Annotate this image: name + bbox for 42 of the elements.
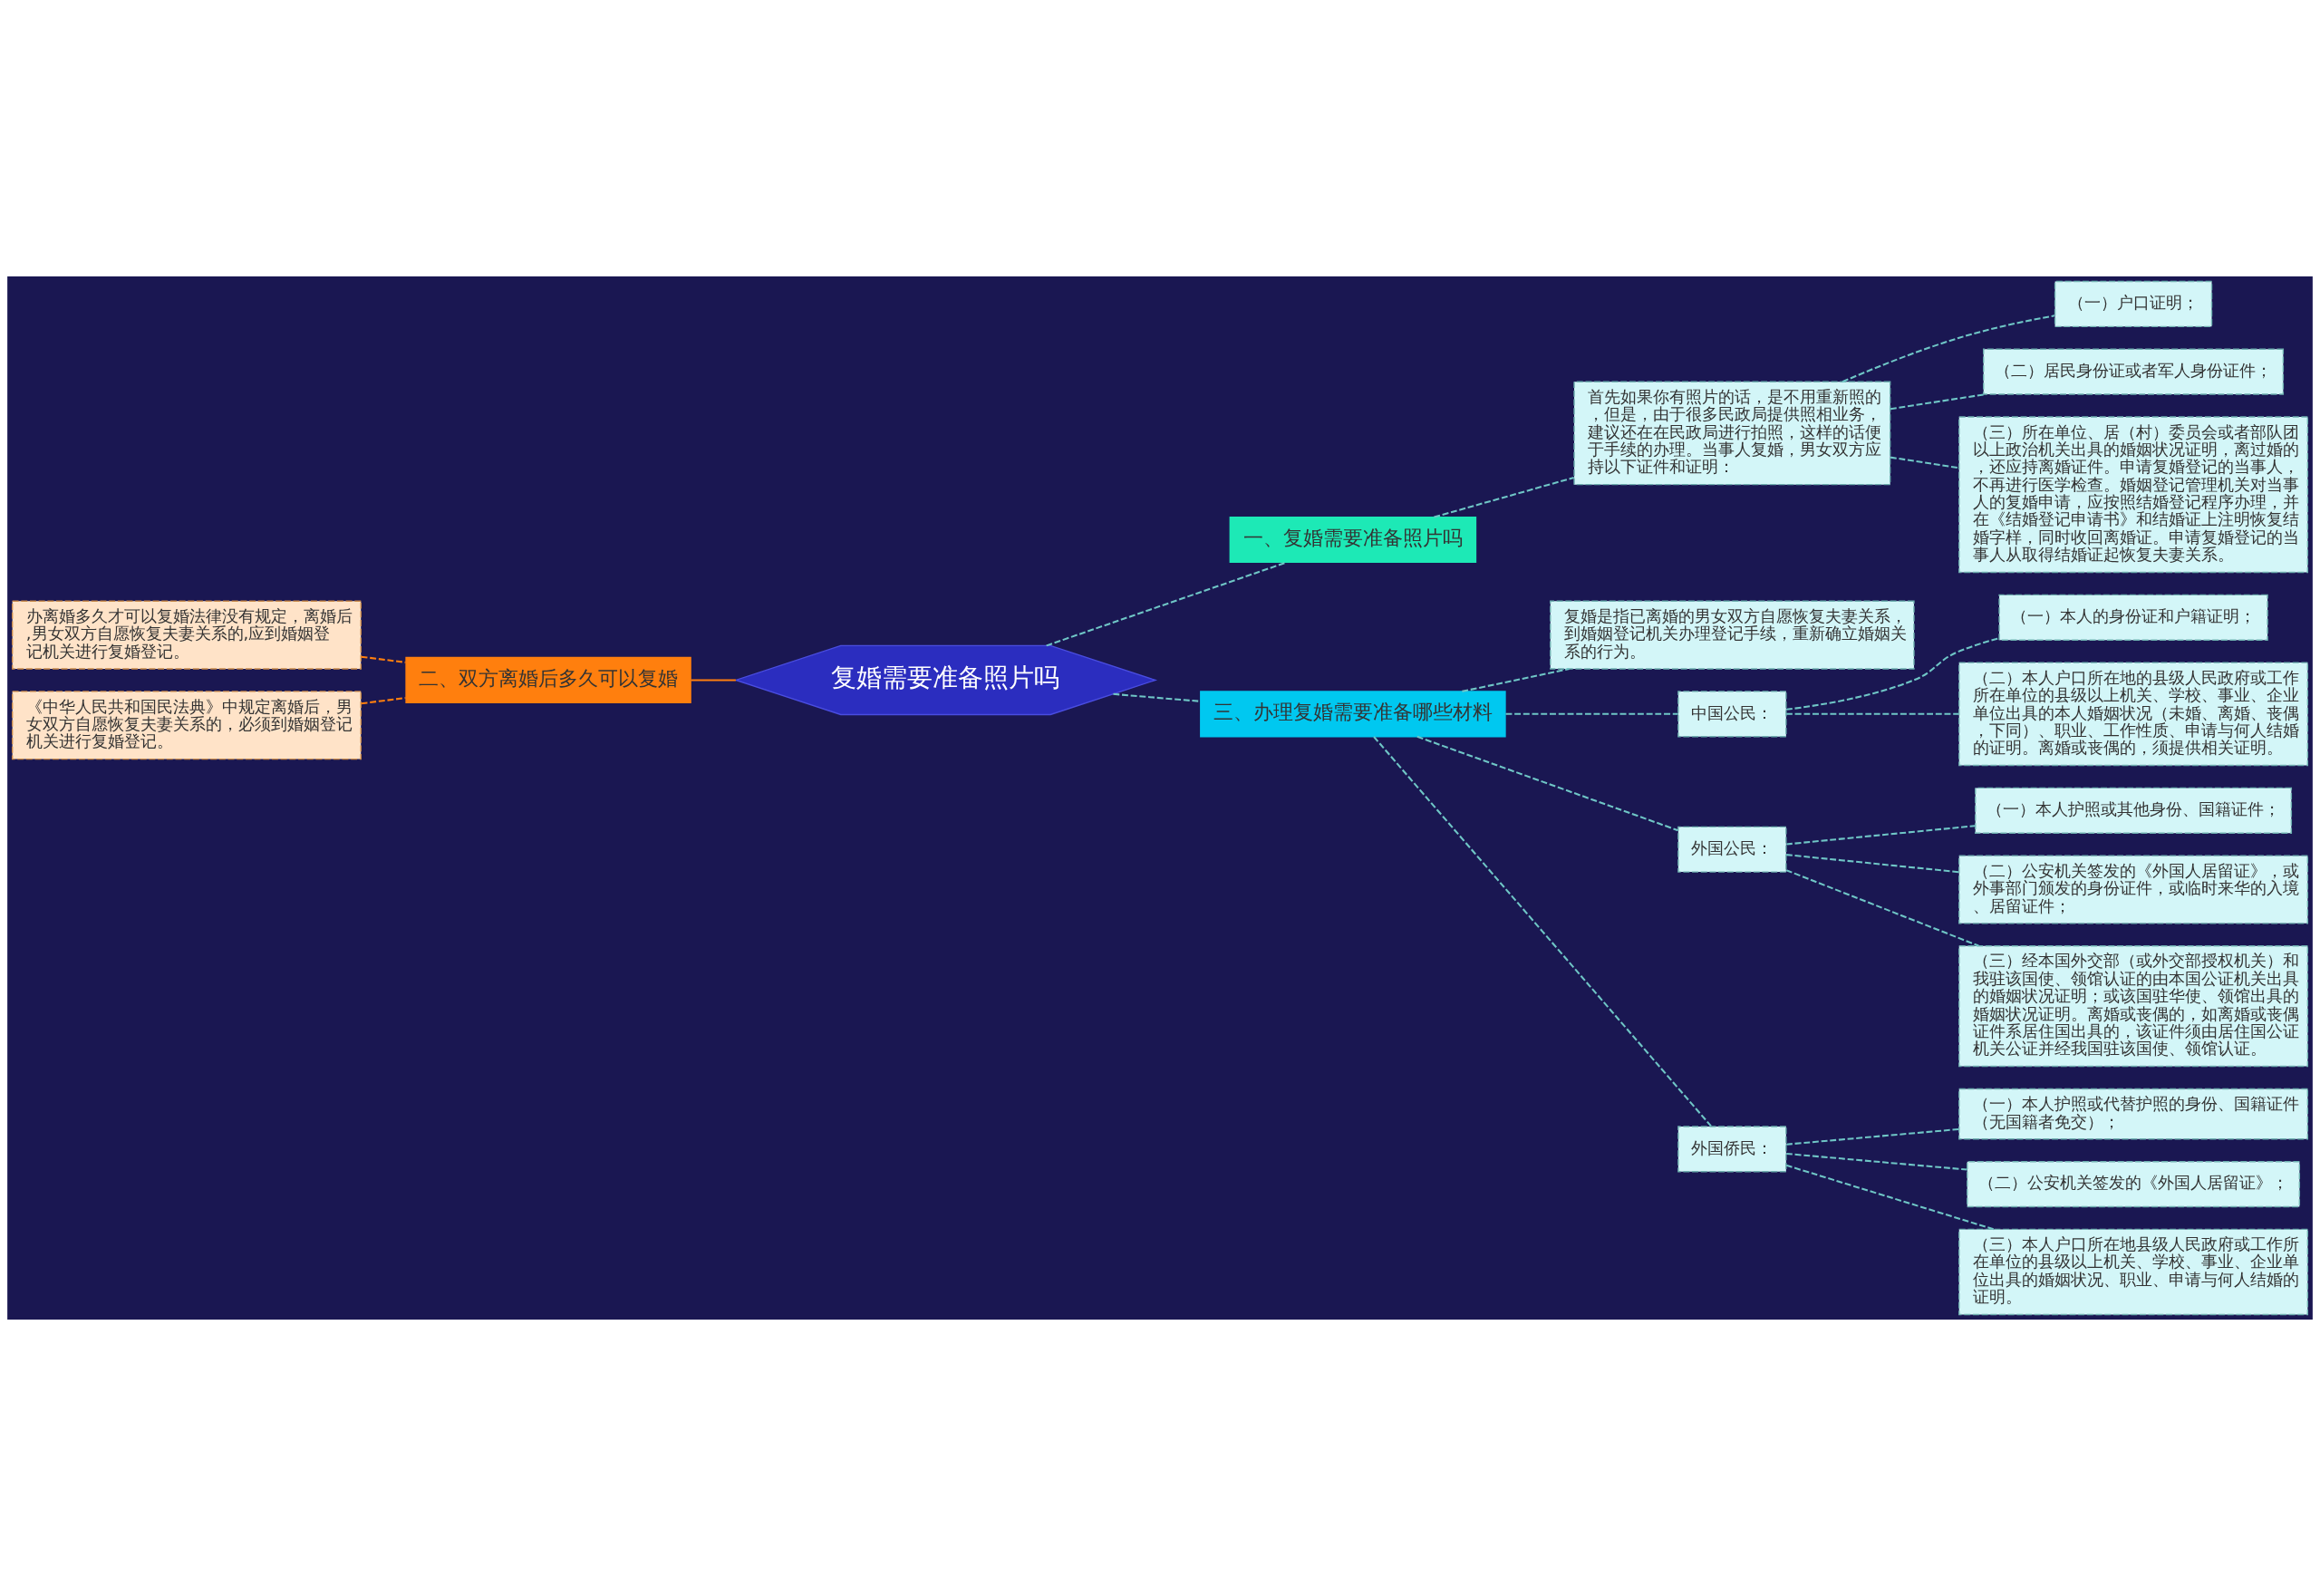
connector bbox=[1505, 712, 1678, 715]
connector bbox=[1785, 869, 1979, 947]
node-box: 首先如果你有照片的话，是不用重新照的，但是，由于很多民政局提供照相业务，建议还在在民政局进行拍照，这样的话便于手续的办理。当事人复婚，男女双方应持以下证件和证明： bbox=[1573, 381, 1891, 486]
node-box: （一）本人的身份证和户籍证明； bbox=[1998, 594, 2268, 641]
connector bbox=[691, 679, 736, 682]
node-box: 外国公民： bbox=[1677, 826, 1787, 873]
connector bbox=[1785, 637, 1999, 711]
connector bbox=[1786, 854, 1959, 874]
connector bbox=[1462, 668, 1570, 692]
connector bbox=[361, 697, 406, 705]
connector bbox=[1786, 825, 1976, 846]
connector bbox=[1046, 561, 1287, 647]
connector bbox=[361, 655, 406, 663]
connector bbox=[1785, 1164, 1994, 1231]
connector bbox=[1434, 476, 1574, 518]
connector bbox=[1416, 735, 1678, 832]
connector bbox=[1786, 1152, 1967, 1171]
node-box: （三）经本国外交部（或外交部授权机关）和我驻该国使、领馆认证的由本国公证机关出具的婚姻状况证明；或该国驻华使、领馆出具的婚姻状况证明。离婚或丧偶的，如离婚或丧偶证件系居住国出具的，该证件须由居住国公证机关公证并经我国驻该国使、领馆认证。 bbox=[1958, 945, 2309, 1068]
node-box: 《中华人民共和国民法典》中规定离婚后，男女双方自愿恢复夫妻关系的，必须到婚姻登记机关进行复婚登记。 bbox=[11, 691, 362, 760]
node-box: 一、复婚需要准备照片吗 bbox=[1229, 516, 1477, 564]
node-box: （二）公安机关签发的《外国人居留证》； bbox=[1967, 1161, 2301, 1208]
node-box: （三）所在单位、居（村）委员会或者部队团以上政治机关出具的婚姻状况证明，离过婚的，还应持离婚证件。申请复婚登记的当事人，不再进行医学检查。婚姻登记管理机关对当事人的复婚申请，应按照结婚登记程序办理，并在《结婚登记申请书》和结婚证上注明恢复结婚字样，同时收回离婚证。申请复婚登记的当事人从取得结婚证起恢复夫妻关系。 bbox=[1958, 416, 2309, 574]
node-box: （三）本人户口所在地县级人民政府或工作所在单位的县级以上机关、学校、事业、企业单位出具的婚姻状况、职业、申请与何人结婚的证明。 bbox=[1958, 1228, 2309, 1316]
node-box: （一）本人护照或其他身份、国籍证件； bbox=[1975, 787, 2293, 834]
connector bbox=[1113, 692, 1201, 702]
connector bbox=[1786, 1127, 1959, 1146]
node-box: （一）户口证明； bbox=[2054, 280, 2213, 328]
node-box: 三、办理复婚需要准备哪些材料 bbox=[1200, 691, 1506, 738]
connector bbox=[1890, 393, 1986, 411]
node-box: （二）公安机关签发的《外国人居留证》，或外事部门颁发的身份证件，或临时来华的入境、居留证件； bbox=[1958, 855, 2309, 924]
node-box: （二）本人户口所在地的县级人民政府或工作所在单位的县级以上机关、学校、事业、企业单位出具的本人婚姻状况（未婚、离婚、丧偶，下同）、职业、工作性质、申请与何人结婚的证明。离婚或丧偶的，须提供相关证明。 bbox=[1958, 662, 2309, 767]
node-box: 中国公民： bbox=[1677, 691, 1787, 738]
node-box: 二、双方离婚后多久可以复婚 bbox=[405, 656, 691, 704]
node-box: 办离婚多久才可以复婚法律没有规定，离婚后,男女双方自愿恢复夫妻关系的,应到婚姻登记机关进行复婚登记。 bbox=[11, 600, 362, 670]
connector bbox=[1786, 712, 1959, 715]
node-box: （一）本人护照或代替护照的身份、国籍证件（无国籍者免交）； bbox=[1958, 1088, 2309, 1140]
node-box: 外国侨民： bbox=[1677, 1126, 1787, 1173]
connector bbox=[1373, 736, 1712, 1127]
connector bbox=[1842, 314, 2055, 383]
node-box: 复婚是指已离婚的男女双方自愿恢复夫妻关系，到婚姻登记机关办理登记手续，重新确立婚姻关系的行为。 bbox=[1550, 600, 1915, 670]
node-box: （二）居民身份证或者军人身份证件； bbox=[1983, 348, 2285, 395]
connector bbox=[1890, 456, 1959, 469]
